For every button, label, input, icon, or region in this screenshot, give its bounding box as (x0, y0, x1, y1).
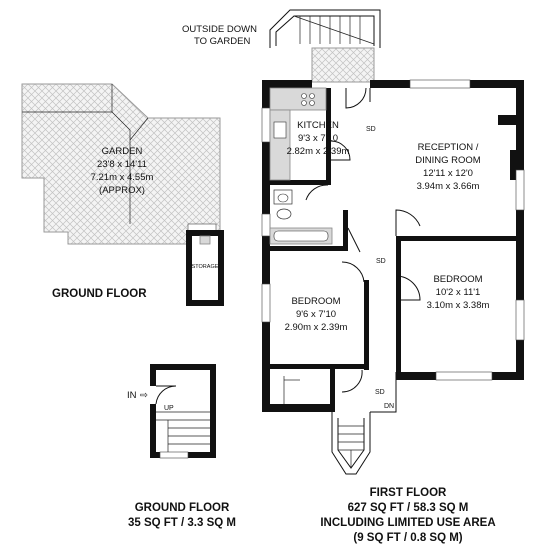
sd-hall-label: SD (376, 258, 386, 265)
ground-floor-heading: GROUND FLOOR (52, 288, 147, 300)
dn-lower-label: DN (384, 403, 394, 410)
storage-label: STORAGE (192, 264, 219, 270)
kitchen-name: KITCHEN (297, 120, 339, 131)
first-floor-note1: INCLUDING LIMITED USE AREA (320, 517, 495, 529)
reception-name-line2: DINING ROOM (415, 155, 481, 166)
garden-imperial: 23'8 x 14'11 (97, 159, 147, 170)
outside-down-line2: TO GARDEN (194, 36, 250, 47)
bedroom2-imperial: 10'2 x 11'1 (436, 287, 481, 298)
kitchen-fittings (269, 87, 327, 181)
ground-floor-area: 35 SQ FT / 3.3 SQ M (128, 517, 236, 529)
bathroom-window (261, 213, 271, 237)
bedroom2-window-side (515, 299, 525, 341)
bathroom-fittings (269, 189, 333, 245)
in-label: IN (127, 390, 137, 401)
outside-down-line1: OUTSIDE DOWN (182, 24, 257, 35)
bedroom2-window-bottom (435, 371, 493, 381)
reception-window-side (515, 169, 525, 211)
reception-name-line1: RECEPTION / (418, 142, 479, 153)
ground-floor-area-title: GROUND FLOOR (135, 502, 230, 514)
up-label: UP (164, 405, 174, 412)
kitchen-imperial: 9'3 x 7'10 (298, 133, 338, 144)
garden-note: (APPROX) (99, 185, 145, 196)
in-arrow-icon: ⇨ (140, 390, 148, 401)
doors (305, 87, 421, 393)
bedroom1-imperial: 9'6 x 7'10 (296, 309, 336, 320)
garden-metric: 7.21m x 4.55m (91, 172, 154, 183)
outside-staircase (269, 9, 381, 48)
bedroom1-window (261, 283, 271, 323)
reception-metric: 3.94m x 3.66m (417, 181, 480, 192)
hall-cupboard (283, 376, 300, 404)
bedroom2-metric: 3.10m x 3.38m (427, 300, 490, 311)
reception-window-top (409, 79, 471, 89)
reception-imperial: 12'11 x 12'0 (423, 168, 473, 179)
first-floor-area: 627 SQ FT / 58.3 SQ M (348, 502, 469, 514)
sd-kitchen-label: SD (366, 126, 376, 133)
storage-room (186, 230, 224, 306)
ground-floor-entry (150, 364, 216, 459)
bedroom2-name: BEDROOM (433, 274, 482, 285)
landing-area (311, 47, 375, 83)
first-floor-title: FIRST FLOOR (370, 487, 447, 499)
internal-staircase (331, 372, 397, 475)
kitchen-metric: 2.82m x 2.39m (287, 146, 350, 157)
garden-area (21, 83, 221, 245)
sd-lower-label: SD (375, 389, 385, 396)
kitchen-window (261, 107, 271, 143)
bedroom1-metric: 2.90m x 2.39m (285, 322, 348, 333)
garden-name: GARDEN (102, 146, 143, 157)
first-floor-note2: (9 SQ FT / 0.8 SQ M) (353, 532, 462, 544)
bedroom1-name: BEDROOM (291, 296, 340, 307)
